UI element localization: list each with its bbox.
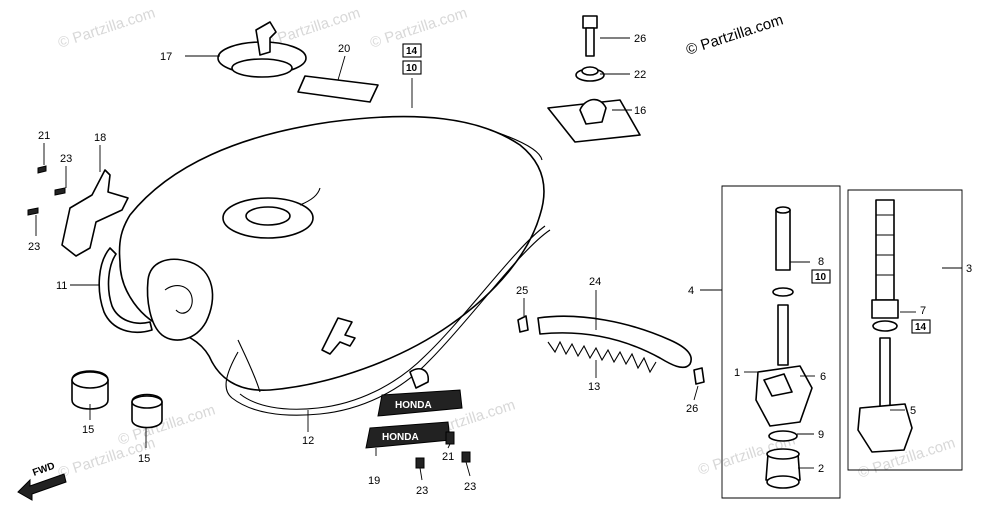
part-25-clip: [517, 315, 529, 333]
callout-26-top: 26: [634, 33, 646, 45]
callout-17: 17: [160, 51, 172, 63]
fuel-cock-assembly-right: [847, 189, 963, 471]
small-bolts-bottom: [415, 431, 471, 469]
part-24-fuel-tube: [537, 315, 692, 369]
callout-20: 20: [338, 43, 350, 55]
watermark-text: © Partzilla.com: [368, 4, 469, 51]
callout-26-bottom: 26: [686, 403, 698, 415]
callout-6: 6: [820, 371, 826, 383]
callout-16: 16: [634, 105, 646, 117]
callouts: 17 20 14 10 26 22 16 21 18 23 23 11 25 2…: [28, 33, 972, 497]
callout-13: 13: [588, 381, 600, 393]
part-13-spring: [547, 340, 657, 374]
callout-15-right: 15: [138, 453, 150, 465]
callout-10-box: 10: [406, 63, 418, 74]
callout-5: 5: [910, 405, 916, 417]
callout-23-left-bottom: 23: [28, 241, 40, 253]
callout-1: 1: [734, 367, 740, 379]
callout-10-box-right: 10: [815, 272, 827, 283]
callout-11: 11: [56, 280, 67, 292]
callout-15-left: 15: [82, 424, 94, 436]
fuel-cock-assembly-left: [721, 185, 841, 499]
callout-14-box-right: 14: [915, 322, 927, 333]
small-bolts-left: [27, 165, 66, 216]
watermark-text: © Partzilla.com: [116, 401, 217, 448]
callout-3: 3: [966, 263, 972, 275]
callout-12: 12: [302, 435, 314, 447]
callout-8: 8: [818, 256, 824, 268]
callout-24: 24: [589, 276, 601, 288]
callout-23-bottom-right: 23: [464, 481, 476, 493]
callout-23-left-top: 23: [60, 153, 72, 165]
callout-21-bottom: 21: [442, 451, 454, 463]
part-11-strap: [98, 247, 153, 334]
copyright-text: © Partzilla.com: [684, 11, 785, 58]
emblem-upper-text: HONDA: [395, 400, 432, 411]
callout-18: 18: [94, 132, 106, 144]
part-18-bracket: [61, 169, 129, 257]
callout-9: 9: [818, 429, 824, 441]
part-20-label: [297, 75, 379, 103]
part-17-fuel-cap: [217, 21, 307, 78]
bolt-grommet-bracket: [547, 15, 641, 143]
callout-14-box: 14: [406, 46, 418, 57]
watermark-text: © Partzilla.com: [56, 4, 157, 51]
honda-emblem: HONDA HONDA: [365, 368, 463, 449]
callout-19: 19: [368, 475, 380, 487]
emblem-lower-text: HONDA: [382, 432, 419, 443]
callout-23-bottom-left: 23: [416, 485, 428, 497]
leader-lines: [35, 37, 962, 481]
fwd-label: FWD: [31, 461, 56, 479]
part-15-rubbers: [71, 370, 163, 429]
fuel-tank: [118, 115, 545, 393]
tank-trim-seal: [225, 229, 551, 416]
callout-7: 7: [920, 305, 926, 317]
callout-22: 22: [634, 69, 646, 81]
callout-25: 25: [516, 285, 528, 297]
callout-4: 4: [688, 285, 694, 297]
callout-21-left: 21: [38, 130, 50, 142]
callout-2: 2: [818, 463, 824, 475]
part-26-clip: [693, 367, 705, 385]
